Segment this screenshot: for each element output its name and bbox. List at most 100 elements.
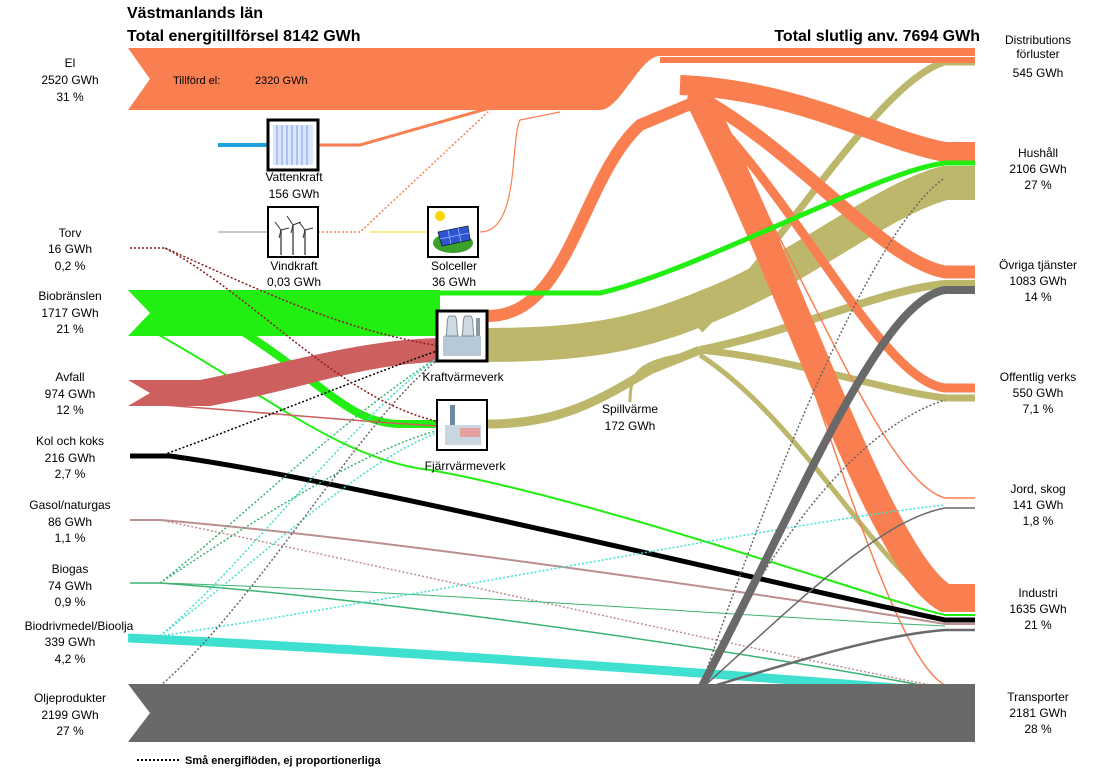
spillvarme-flow [628, 350, 701, 403]
biodriv-flow-jord [159, 504, 946, 637]
biogas-flow-kraftvarme [159, 355, 441, 584]
solceller-icon [427, 206, 479, 258]
sector-labels: Distributions förluster 545 GWh Hushåll … [999, 33, 1077, 736]
sector-hushall-name: Hushåll [1018, 146, 1058, 160]
source-el-value: 2520 GWh [41, 73, 98, 87]
olja-input-band [128, 684, 975, 742]
total-use-title: Total slutlig anv. 7694 GWh [774, 28, 980, 45]
olja-flow-jord [699, 507, 975, 691]
biodriv-flow-transport [127, 633, 975, 697]
source-torv-name: Torv [59, 226, 82, 240]
plant-icons [266, 118, 489, 451]
kol-flow-kraftvarme [159, 349, 441, 457]
fjarrvarmeverk-name: Fjärrvärmeverk [425, 459, 507, 473]
sector-transport: Transporter 2181 GWh 28 % [1007, 690, 1069, 736]
sector-ovriga-name: Övriga tjänster [999, 258, 1077, 272]
sector-industri-name: Industri [1018, 586, 1057, 600]
source-avfall-share: 12 % [56, 403, 84, 417]
sector-jord-value: 141 GWh [1013, 498, 1064, 512]
el-flow-ovriga [686, 86, 975, 279]
torv-flow-fjarrvarme [130, 247, 441, 423]
sector-distrib-value: 545 GWh [1013, 66, 1064, 80]
sector-jord-name: Jord, skog [1010, 482, 1065, 496]
sector-jord: Jord, skog 141 GWh 1,8 % [1010, 482, 1065, 528]
source-kol-share: 2,7 % [55, 467, 86, 481]
vattenkraft-value: 156 GWh [269, 187, 320, 201]
source-bio-name: Biobränslen [38, 289, 101, 303]
sector-industri-share: 21 % [1024, 618, 1052, 632]
olja-flow-kraftvarme [159, 357, 441, 687]
vindkraft-name: Vindkraft [270, 259, 318, 273]
source-kol-value: 216 GWh [45, 451, 96, 465]
source-bio: Biobränslen 1717 GWh 21 % [38, 289, 101, 336]
sector-offentlig-name: Offentlig verks [1000, 370, 1076, 384]
source-el-name: El [65, 56, 76, 70]
el-flow-transport [699, 97, 975, 686]
source-gasol-share: 1,1 % [55, 531, 86, 545]
total-supply-title: Total energitillförsel 8142 GWh [127, 28, 361, 45]
source-avfall-value: 974 GWh [45, 387, 96, 401]
heat-flow-offentlig [699, 346, 975, 402]
source-kol: Kol och koks 216 GWh 2,7 % [36, 434, 104, 481]
gasol-flow-industri [130, 519, 975, 625]
el-flow-solceller [479, 111, 561, 233]
el-flow-vindkraft [318, 109, 491, 233]
source-olja-share: 27 % [56, 724, 84, 738]
sector-distrib: Distributions förluster 545 GWh [1005, 33, 1071, 80]
sector-hushall-share: 27 % [1024, 178, 1052, 192]
sector-ovriga-share: 14 % [1024, 290, 1052, 304]
sector-transport-name: Transporter [1007, 690, 1069, 704]
legend-dotted-label: Små energiflöden, ej proportionerliga [185, 755, 381, 767]
source-avfall: Avfall 974 GWh 12 % [45, 370, 96, 417]
solceller-name: Solceller [431, 259, 477, 273]
source-gasol: Gasol/naturgas 86 GWh 1,1 % [29, 498, 110, 545]
el-flow-vattenkraft [318, 103, 501, 147]
sector-offentlig-share: 7,1 % [1023, 402, 1054, 416]
bio-input-band [128, 290, 440, 336]
sector-ovriga-value: 1083 GWh [1009, 274, 1066, 288]
olja-flow-industri [699, 628, 975, 692]
source-gasol-name: Gasol/naturgas [29, 498, 110, 512]
el-flow-hushall [679, 75, 975, 162]
source-el: El 2520 GWh 31 % [41, 56, 98, 104]
sector-hushall-value: 2106 GWh [1009, 162, 1066, 176]
header: Västmanlands län Total energitillförsel … [127, 5, 980, 45]
source-olja-name: Oljeprodukter [34, 691, 106, 705]
sector-transport-value: 2181 GWh [1009, 706, 1066, 720]
source-avfall-name: Avfall [55, 370, 84, 384]
heat-flow-hushall [487, 166, 975, 362]
el-input-band [128, 48, 975, 110]
sector-industri: Industri 1635 GWh 21 % [1009, 586, 1066, 632]
sector-offentlig-value: 550 GWh [1013, 386, 1064, 400]
source-torv: Torv 16 GWh 0,2 % [48, 226, 92, 273]
inner-labels: Tillförd el: 2320 GWh Vattenkraft 156 GW… [173, 75, 658, 473]
heat-flow-fjarrvarme [487, 345, 702, 429]
source-biodriv: Biodrivmedel/Bioolja 339 GWh 4,2 % [25, 619, 134, 666]
source-kol-name: Kol och koks [36, 434, 104, 448]
solceller-value: 36 GWh [432, 275, 476, 289]
kol-flow-industri [130, 453, 975, 623]
kraftvarmeverk-name: Kraftvärmeverk [422, 370, 504, 384]
avfall-input-band [128, 338, 440, 406]
sector-offentlig: Offentlig verks 550 GWh 7,1 % [1000, 370, 1076, 416]
el-flow-jord [699, 97, 975, 499]
sector-ovriga: Övriga tjänster 1083 GWh 14 % [999, 258, 1077, 304]
source-biodriv-value: 339 GWh [45, 635, 96, 649]
biogas-flow-fjarrvarme [159, 429, 441, 584]
heat-flows [487, 58, 975, 611]
el-flow-kraftvarme-out [487, 94, 703, 322]
spillvarme-name: Spillvärme [602, 402, 658, 416]
legend: Små energiflöden, ej proportionerliga [137, 755, 381, 767]
vindkraft-icon [267, 206, 319, 258]
biogas-flow-transport [130, 582, 946, 691]
biogas-flow-industri [159, 582, 946, 627]
tillford-el-label: Tillförd el: [173, 75, 220, 87]
source-biogas-value: 74 GWh [48, 579, 92, 593]
avfall-flow-fjarrvarme [149, 403, 441, 427]
kraftvarmeverk-icon [435, 309, 489, 363]
source-labels: El 2520 GWh 31 % Torv 16 GWh 0,2 % Biobr… [25, 56, 134, 738]
source-biogas: Biogas 74 GWh 0,9 % [48, 562, 92, 609]
source-biogas-share: 0,9 % [55, 595, 86, 609]
sector-industri-value: 1635 GWh [1009, 602, 1066, 616]
source-bio-share: 21 % [56, 322, 84, 336]
